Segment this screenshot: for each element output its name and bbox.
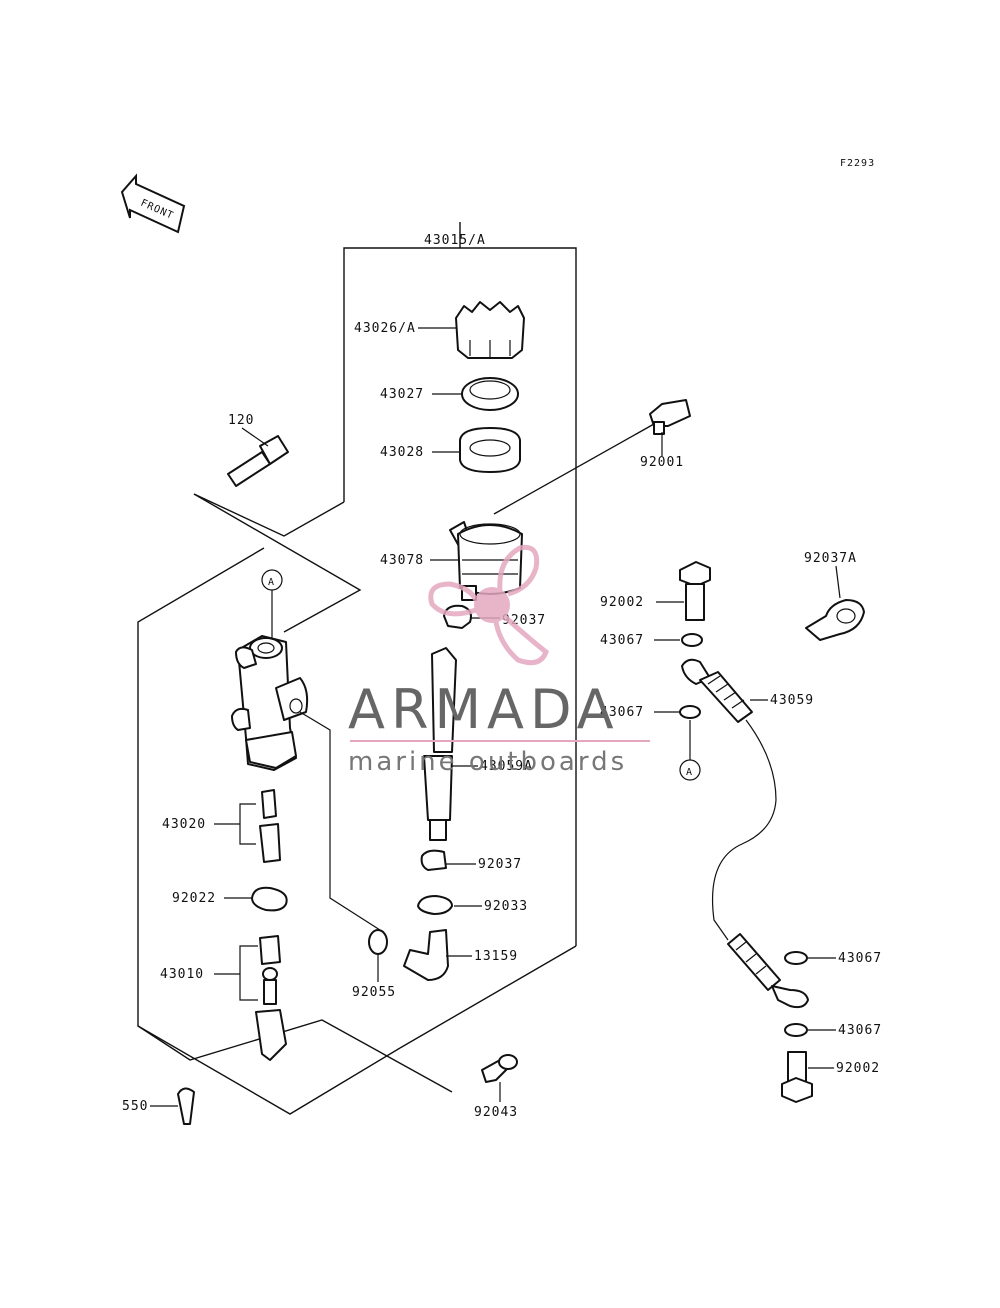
o-ring-92055 bbox=[368, 929, 388, 955]
callout-43059A: 43059A bbox=[480, 759, 533, 774]
reservoir-cap bbox=[455, 301, 525, 359]
marker-a-top: A bbox=[261, 569, 283, 591]
figure-code: F2293 bbox=[840, 158, 875, 169]
callout-43059: 43059 bbox=[770, 693, 814, 708]
callout-92002-lower: 92002 bbox=[836, 1061, 880, 1076]
callout-43027: 43027 bbox=[380, 387, 424, 402]
callout-43026A: 43026/A bbox=[354, 321, 416, 336]
callout-92001: 92001 bbox=[640, 455, 684, 470]
callout-43067-b: 43067 bbox=[600, 705, 644, 720]
push-rod-43010 bbox=[255, 935, 287, 1061]
bolt-120 bbox=[227, 435, 289, 487]
bolt-92001 bbox=[649, 399, 691, 435]
callout-43078: 43078 bbox=[380, 553, 424, 568]
washer-43067-a bbox=[681, 633, 703, 647]
master-cylinder bbox=[231, 635, 309, 771]
circlip-92033 bbox=[417, 895, 453, 915]
callout-92037A: 92037A bbox=[804, 551, 857, 566]
callout-92002-upper: 92002 bbox=[600, 595, 644, 610]
banjo-bolt-92002-upper bbox=[679, 561, 711, 621]
watermark-title: ARMADA bbox=[348, 678, 620, 741]
svg-text:A: A bbox=[686, 767, 693, 778]
callout-92037-lower: 92037 bbox=[478, 857, 522, 872]
clamp-92037A bbox=[805, 599, 865, 641]
washer-43067-d bbox=[784, 1023, 808, 1037]
washer-43067-c bbox=[784, 951, 808, 965]
joint-13159 bbox=[403, 929, 449, 981]
washer-43067-b bbox=[679, 705, 701, 719]
svg-text:A: A bbox=[268, 577, 275, 588]
callout-43067-a: 43067 bbox=[600, 633, 644, 648]
callout-92055: 92055 bbox=[352, 985, 396, 1000]
marker-a-bottom: A bbox=[679, 759, 701, 781]
diaphragm bbox=[459, 427, 521, 473]
callout-13159: 13159 bbox=[474, 949, 518, 964]
pin-92043 bbox=[481, 1054, 518, 1083]
circlip-92022 bbox=[251, 886, 288, 912]
cotter-pin-550 bbox=[177, 1087, 195, 1125]
callout-43067-d: 43067 bbox=[838, 1023, 882, 1038]
watermark-subtitle: marine outboards bbox=[348, 747, 627, 777]
callout-550: 550 bbox=[122, 1099, 148, 1114]
banjo-bolt-92002-lower bbox=[781, 1051, 813, 1103]
callout-43067-c: 43067 bbox=[838, 951, 882, 966]
diaphragm-plate bbox=[461, 377, 519, 411]
callout-120: 120 bbox=[228, 413, 254, 428]
callout-43028: 43028 bbox=[380, 445, 424, 460]
front-arrow-icon: FRONT bbox=[120, 173, 186, 234]
hose-43059A bbox=[423, 647, 457, 841]
clamp-92037-upper bbox=[443, 604, 472, 629]
callout-43010: 43010 bbox=[160, 967, 204, 982]
clamp-92037-lower bbox=[420, 849, 447, 871]
piston-43020 bbox=[259, 789, 281, 863]
callout-43020: 43020 bbox=[162, 817, 206, 832]
callout-92043: 92043 bbox=[474, 1105, 518, 1120]
brake-hose-43059 bbox=[681, 658, 809, 1009]
propeller-logo-icon bbox=[428, 544, 549, 666]
callout-43015A: 43015/A bbox=[424, 233, 486, 248]
callout-92033: 92033 bbox=[484, 899, 528, 914]
callout-92022: 92022 bbox=[172, 891, 216, 906]
